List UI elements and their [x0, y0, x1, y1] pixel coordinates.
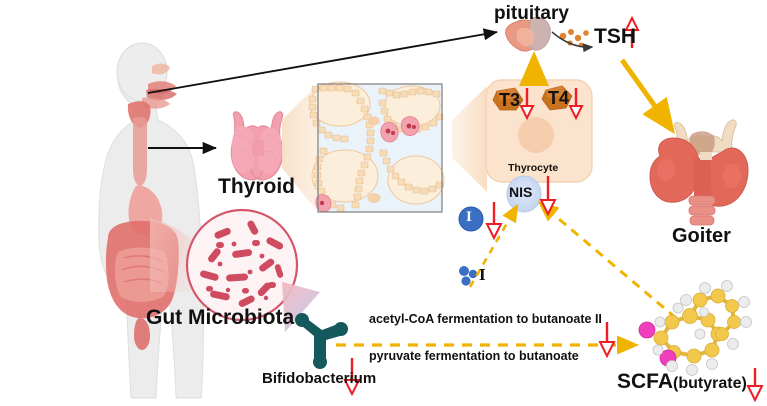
iodide-to-nis-dashed-arrow	[468, 203, 519, 288]
thyroid-label: Thyroid	[218, 175, 295, 198]
microbiota-to-bacteria-triangle	[282, 282, 320, 332]
scfa-down-arrow	[746, 368, 764, 403]
scfa-label: SCFA	[617, 370, 674, 393]
histology-magnify-wedge	[452, 86, 487, 192]
thyrocyte-label: Thyrocyte	[508, 162, 559, 174]
scfa-to-nis-dashed-arrow	[537, 201, 677, 320]
nis-down-arrow	[539, 176, 557, 217]
iodide-large-particle	[458, 206, 484, 232]
scfa-label-group: SCFA(butyrate)	[617, 371, 747, 392]
pituitary-gland-illustration	[505, 17, 551, 52]
bifidobacterium-down-arrow	[343, 358, 361, 397]
t3-down-arrow	[519, 88, 535, 121]
tsh-label: TSH	[594, 25, 636, 48]
pituitary-label: pituitary	[494, 3, 569, 24]
iodide-small-label: I	[479, 265, 486, 284]
t3-label: T3	[499, 90, 521, 110]
butanoate-down-arrow	[598, 322, 616, 359]
tsh-up-arrow	[624, 15, 640, 48]
t4-hormone-shape	[541, 85, 573, 111]
scfa-butyrate-molecule	[638, 280, 752, 376]
tsh-secretion-arrow	[551, 31, 594, 53]
thyroid-magnify-wedge	[282, 84, 318, 212]
iodide-large-label: I	[466, 209, 472, 225]
brain-to-pituitary-line	[147, 28, 498, 94]
goiter-illustration	[649, 119, 749, 226]
pathway-pyruvate-label: pyruvate fermentation to butanoate	[369, 349, 579, 363]
tsh-to-goiter-arrow	[619, 58, 675, 135]
bifidobacterium-label: Bifidobacterium	[262, 370, 377, 387]
scfa-butyrate-sublabel: (butyrate)	[673, 375, 747, 392]
goiter-label: Goiter	[672, 225, 731, 247]
nis-label: NIS	[509, 184, 533, 200]
histology-cells	[315, 116, 420, 212]
t4-down-arrow	[568, 88, 584, 121]
gut-microbiota-label: Gut Microbiota	[146, 306, 295, 329]
iodide-small-particles	[459, 266, 478, 286]
iodide-down-arrow	[485, 202, 503, 241]
gut-microbiota-magnifier	[185, 208, 299, 322]
nis-transporter	[506, 175, 542, 213]
thyroid-gland-illustration	[230, 111, 284, 181]
thyroid-histology-panel	[308, 81, 445, 213]
t4-label: T4	[548, 88, 570, 108]
bifidobacterium-illustration	[295, 313, 348, 369]
t3-hormone-shape	[492, 87, 524, 111]
pathway-acetyl-coa-label: acetyl-CoA fermentation to butanoate II	[369, 312, 602, 326]
